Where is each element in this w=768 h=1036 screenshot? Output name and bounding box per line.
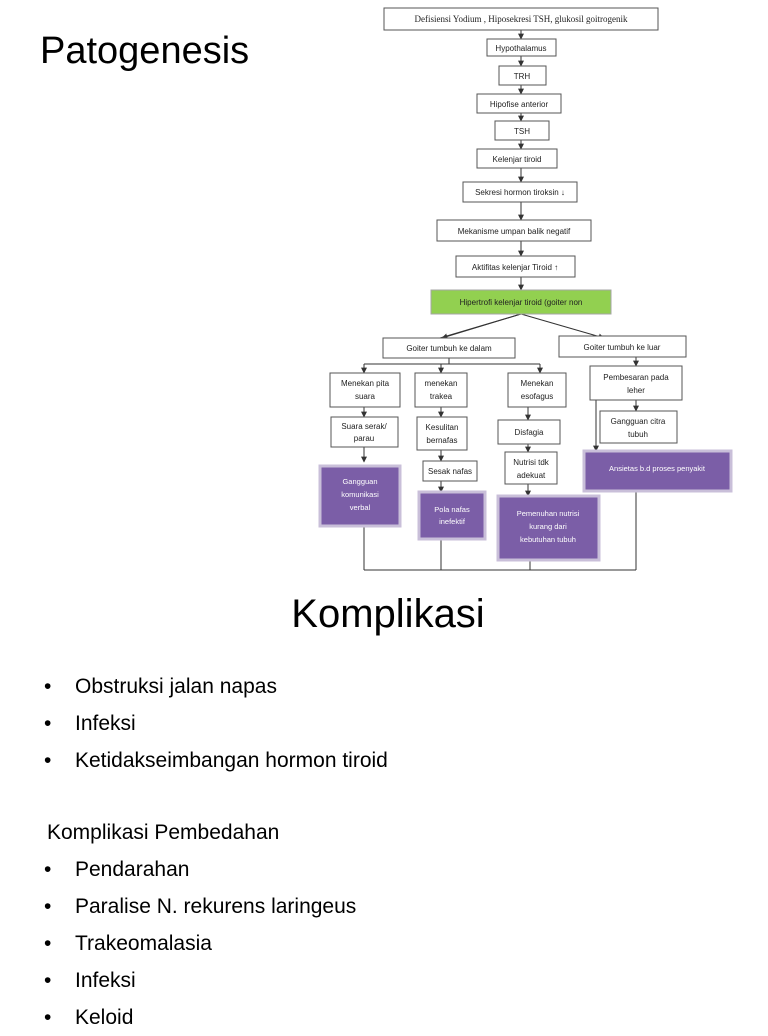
node-esofagus-line2: esofagus bbox=[521, 392, 553, 401]
node-pemenuhan-line2: kurang dari bbox=[529, 522, 567, 531]
node-disfagia: Disfagia bbox=[497, 419, 561, 445]
node-sekresi: Sekresi hormon tiroksin ↓ bbox=[462, 181, 578, 203]
node-pemenuhan-line3: kebutuhan tubuh bbox=[520, 535, 576, 544]
node-sesak: Sesak nafas bbox=[422, 460, 478, 482]
pembedahan-list: Pendarahan Paralise N. rekurens laringeu… bbox=[44, 851, 356, 1036]
node-pita-line2: suara bbox=[355, 392, 376, 401]
node-hipertrofi: Hipertrofi kelenjar tiroid (goiter non bbox=[430, 289, 612, 315]
patogenesis-flowchart: Defisiensi Yodium , Hiposekresi TSH, glu… bbox=[318, 7, 733, 571]
node-kelenjar: Kelenjar tiroid bbox=[476, 148, 558, 169]
node-goiter-dalam-label: Goiter tumbuh ke dalam bbox=[406, 344, 492, 353]
list-item: Infeksi bbox=[44, 962, 356, 999]
node-goiter-dalam: Goiter tumbuh ke dalam bbox=[382, 337, 516, 359]
list-item: Infeksi bbox=[44, 705, 388, 742]
node-gangguan-komunikasi: Gangguan komunikasi verbal bbox=[318, 464, 402, 528]
node-hipertrofi-label: Hipertrofi kelenjar tiroid (goiter non bbox=[460, 298, 583, 307]
list-item: Ketidakseimbangan hormon tiroid bbox=[44, 742, 388, 779]
node-top: Defisiensi Yodium , Hiposekresi TSH, glu… bbox=[383, 7, 659, 31]
node-serak-line2: parau bbox=[354, 434, 374, 443]
node-disfagia-label: Disfagia bbox=[515, 428, 544, 437]
node-pola-line2: inefektif bbox=[439, 517, 466, 526]
pembedahan-heading: Komplikasi Pembedahan bbox=[47, 821, 280, 844]
node-kesulitan-line1: Kesulitan bbox=[426, 423, 459, 432]
node-trakea-line2: trakea bbox=[430, 392, 453, 401]
node-goiter-luar: Goiter tumbuh ke luar bbox=[558, 335, 687, 358]
node-tsh-label: TSH bbox=[514, 127, 530, 136]
node-hipofise-label: Hipofise anterior bbox=[490, 100, 549, 109]
node-komunikasi-line2: komunikasi bbox=[341, 490, 379, 499]
node-pola-nafas: Pola nafas inefektif bbox=[417, 490, 487, 541]
node-serak-line1: Suara serak/ bbox=[341, 422, 387, 431]
node-menekan-trakea: menekan trakea bbox=[414, 372, 468, 408]
node-nutrisi-line2: adekuat bbox=[517, 471, 546, 480]
node-hypothalamus: Hypothalamus bbox=[486, 38, 557, 57]
node-goiter-luar-label: Goiter tumbuh ke luar bbox=[584, 343, 661, 352]
node-citra-line2: tubuh bbox=[628, 430, 648, 439]
node-nutrisi: Nutrisi tdk adekuat bbox=[504, 451, 558, 485]
node-aktifitas-label: Aktifitas kelenjar Tiroid ↑ bbox=[472, 263, 558, 272]
node-pembesaran: Pembesaran pada leher bbox=[589, 365, 683, 401]
node-pembesaran-line1: Pembesaran pada bbox=[603, 373, 669, 382]
node-esofagus-line1: Menekan bbox=[521, 379, 554, 388]
chain-connectors bbox=[361, 30, 639, 571]
node-kesulitan: Kesulitan bernafas bbox=[416, 416, 468, 451]
node-kelenjar-label: Kelenjar tiroid bbox=[493, 155, 542, 164]
node-trh: TRH bbox=[498, 65, 547, 86]
title-komplikasi: Komplikasi bbox=[291, 592, 485, 636]
node-top-label: Defisiensi Yodium , Hiposekresi TSH, glu… bbox=[414, 14, 628, 24]
node-gangguan-citra: Gangguan citra tubuh bbox=[599, 410, 678, 444]
node-pembesaran-line2: leher bbox=[627, 386, 645, 395]
node-mekanisme-label: Mekanisme umpan balik negatif bbox=[458, 227, 571, 236]
node-hypothalamus-label: Hypothalamus bbox=[495, 44, 546, 53]
node-mekanisme: Mekanisme umpan balik negatif bbox=[436, 219, 592, 242]
node-suara-serak: Suara serak/ parau bbox=[330, 416, 399, 448]
list-item: Trakeomalasia bbox=[44, 925, 356, 962]
title-patogenesis: Patogenesis bbox=[40, 30, 250, 72]
node-sekresi-label: Sekresi hormon tiroksin ↓ bbox=[475, 188, 565, 197]
node-pola-line1: Pola nafas bbox=[434, 505, 470, 514]
node-ansietas-label: Ansietas b.d proses penyakit bbox=[609, 464, 706, 473]
node-ansietas: Ansietas b.d proses penyakit bbox=[582, 449, 733, 493]
node-aktifitas: Aktifitas kelenjar Tiroid ↑ bbox=[455, 255, 576, 278]
node-komunikasi-line1: Gangguan bbox=[342, 477, 377, 486]
list-item: Keloid bbox=[44, 999, 356, 1036]
node-trh-label: TRH bbox=[514, 72, 531, 81]
komplikasi-list: Obstruksi jalan napas Infeksi Ketidaksei… bbox=[44, 668, 388, 779]
node-pemenuhan-line1: Pemenuhan nutrisi bbox=[517, 509, 580, 518]
node-menekan-esofagus: Menekan esofagus bbox=[507, 372, 567, 408]
node-menekan-pita: Menekan pita suara bbox=[329, 372, 401, 408]
node-kesulitan-line2: bernafas bbox=[426, 436, 457, 445]
node-nutrisi-line1: Nutrisi tdk bbox=[513, 458, 550, 467]
node-tsh: TSH bbox=[494, 120, 550, 141]
node-sesak-label: Sesak nafas bbox=[428, 467, 472, 476]
list-item: Paralise N. rekurens laringeus bbox=[44, 888, 356, 925]
node-trakea-line1: menekan bbox=[425, 379, 458, 388]
node-pemenuhan-nutrisi: Pemenuhan nutrisi kurang dari kebutuhan … bbox=[496, 494, 601, 562]
node-komunikasi-line3: verbal bbox=[350, 503, 371, 512]
list-item: Pendarahan bbox=[44, 851, 356, 888]
list-item: Obstruksi jalan napas bbox=[44, 668, 388, 705]
node-hipofise: Hipofise anterior bbox=[476, 93, 562, 114]
node-pita-line1: Menekan pita bbox=[341, 379, 390, 388]
node-citra-line1: Gangguan citra bbox=[611, 417, 666, 426]
